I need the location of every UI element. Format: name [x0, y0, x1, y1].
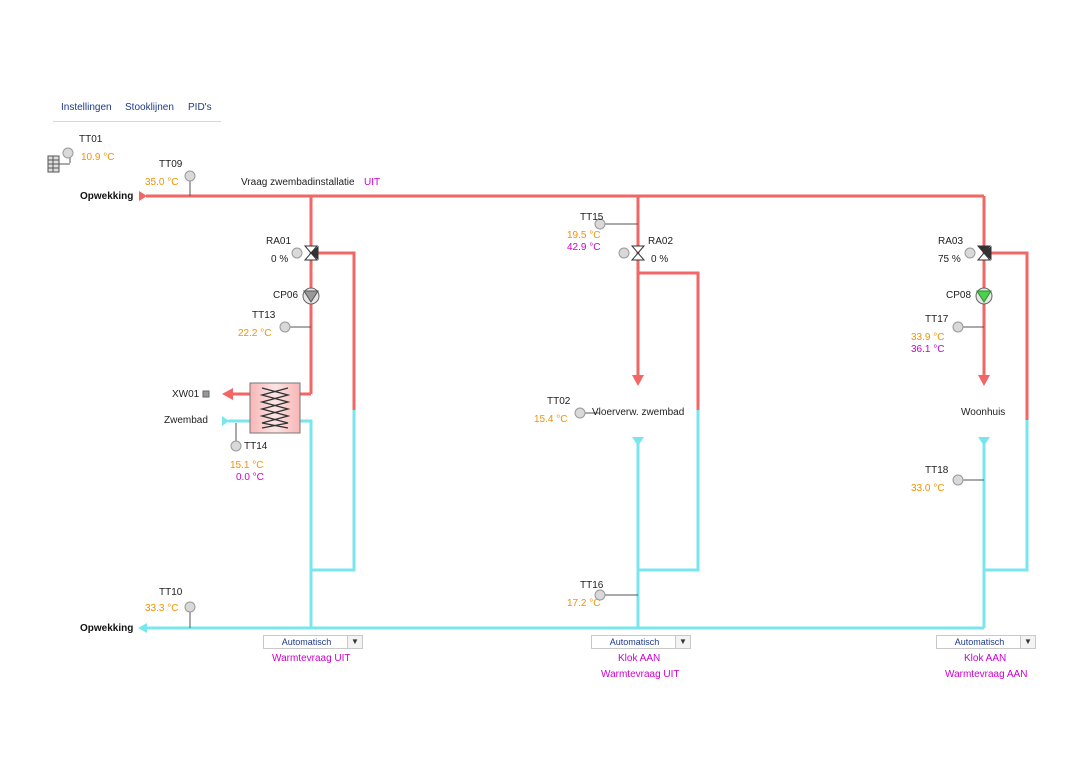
chevron-down-icon[interactable]: ▼ — [347, 636, 362, 648]
cp06-tag: CP06 — [273, 290, 299, 301]
nav-link-instellingen[interactable]: Instellingen — [61, 102, 112, 113]
tt14-value: 15.1 °C — [230, 460, 264, 471]
tt09-tag: TT09 — [159, 159, 183, 170]
nav-link-pids[interactable]: PID's — [188, 102, 212, 113]
valve-icon-ra01[interactable] — [303, 245, 319, 261]
heat-exchanger-icon[interactable] — [249, 382, 301, 434]
group3-mode-value: Automatisch — [954, 637, 1005, 647]
group1-mode-value: Automatisch — [281, 637, 332, 647]
tt10-value: 33.3 °C — [145, 603, 179, 614]
tt13-tag: TT13 — [252, 310, 276, 321]
tt14-tag: TT14 — [244, 441, 268, 452]
sensor-icon-tt02[interactable] — [574, 407, 586, 419]
ra02-tag: RA02 — [648, 236, 674, 247]
tt13-value: 22.2 °C — [238, 328, 272, 339]
tt15-value: 19.5 °C — [567, 230, 601, 241]
cp08-tag: CP08 — [946, 290, 972, 301]
group3-bypass-return — [984, 420, 1029, 572]
group1-status-line: Warmtevraag UIT — [272, 653, 351, 664]
tt14-setpoint: 0.0 °C — [236, 472, 264, 483]
group3-return-arrow — [978, 437, 990, 446]
supply-main-arrow — [139, 191, 147, 201]
group2-return-arrow — [632, 437, 644, 446]
sensor-icon-tt09[interactable] — [184, 170, 196, 182]
tt01-tag: TT01 — [79, 134, 103, 145]
sensor-icon-tt01[interactable] — [62, 147, 74, 159]
sensor-icon-ra03[interactable] — [964, 247, 976, 259]
supply-piping — [146, 194, 1029, 420]
group2-status-line-2: Warmtevraag UIT — [601, 669, 680, 680]
group1-bypass-supply — [318, 251, 356, 410]
tt18-tag: TT18 — [925, 465, 949, 476]
ra01-value: 0 % — [271, 254, 289, 265]
sensor-icon-tt16[interactable] — [594, 589, 606, 601]
valve-icon-ra02[interactable] — [630, 245, 646, 261]
ra03-value: 75 % — [938, 254, 961, 265]
group2-supply-arrow — [632, 375, 644, 386]
pump-icon-cp08[interactable] — [975, 287, 993, 305]
tt15-setpoint: 42.9 °C — [567, 242, 601, 253]
group3-status-line-2: Warmtevraag AAN — [945, 669, 1028, 680]
ra02-value: 0 % — [651, 254, 669, 265]
ra03-tag: RA03 — [938, 236, 964, 247]
sensor-icon-tt15[interactable] — [594, 218, 606, 230]
tt02-tag: TT02 — [547, 396, 571, 407]
return-main-label: Opwekking — [80, 623, 134, 634]
outdoor-unit-icon — [47, 155, 70, 173]
sensor-icon-tt18[interactable] — [952, 474, 964, 486]
group1-hx-return — [300, 419, 313, 628]
group2-mode-select[interactable]: Automatisch ▼ — [591, 635, 691, 649]
zwembad-label: Zwembad — [164, 415, 208, 426]
group1-mode-select[interactable]: Automatisch ▼ — [263, 635, 363, 649]
valve-icon-ra03[interactable] — [976, 245, 992, 261]
tt18-value: 33.0 °C — [911, 483, 945, 494]
pump-icon-cp06[interactable] — [302, 287, 320, 305]
sensor-icon-tt10[interactable] — [184, 601, 196, 613]
woonhuis-label: Woonhuis — [961, 407, 1006, 418]
tt16-tag: TT16 — [580, 580, 604, 591]
group1-bypass-return — [311, 410, 356, 572]
group3-bypass-supply — [990, 251, 1029, 420]
sensor-icon-tt14[interactable] — [230, 440, 242, 452]
group2-status-line-1: Klok AAN — [618, 653, 661, 664]
tt01-value: 10.9 °C — [81, 152, 115, 163]
group3-supply-arrow — [978, 375, 990, 386]
chevron-down-icon[interactable]: ▼ — [1020, 636, 1035, 648]
group2-bypass-return — [638, 410, 700, 572]
nav-divider — [53, 121, 221, 122]
xw01-tag: XW01 — [172, 389, 200, 400]
demand-label: Vraag zwembadinstallatie — [241, 177, 355, 188]
sensor-icon-tt13[interactable] — [279, 321, 291, 333]
tt09-value: 35.0 °C — [145, 177, 179, 188]
sensor-icon-ra02[interactable] — [618, 247, 630, 259]
group3-mode-select[interactable]: Automatisch ▼ — [936, 635, 1036, 649]
sensor-bulbs — [62, 147, 976, 613]
vloerverw-label: Vloerverw. zwembad — [592, 407, 685, 418]
sensor-icon-tt17[interactable] — [952, 321, 964, 333]
return-piping — [146, 410, 1029, 630]
supply-main-label: Opwekking — [80, 191, 134, 202]
xw01-indicator-icon[interactable] — [202, 390, 210, 398]
tt02-value: 15.4 °C — [534, 414, 568, 425]
return-main-arrow — [138, 623, 147, 633]
demand-value: UIT — [364, 177, 381, 188]
tt15-tag: TT15 — [580, 212, 604, 223]
xw01-outlet-arrow — [222, 388, 233, 400]
sensor-icon-ra01[interactable] — [291, 247, 303, 259]
group2-bypass-supply — [638, 271, 700, 410]
group2-mode-value: Automatisch — [609, 637, 660, 647]
zwembad-inlet-arrow — [222, 416, 229, 426]
tt10-tag: TT10 — [159, 587, 183, 598]
tt17-tag: TT17 — [925, 314, 949, 325]
chevron-down-icon[interactable]: ▼ — [675, 636, 690, 648]
tt16-value: 17.2 °C — [567, 598, 601, 609]
group3-status-line-1: Klok AAN — [964, 653, 1007, 664]
tt17-value: 33.9 °C — [911, 332, 945, 343]
ra01-tag: RA01 — [266, 236, 292, 247]
tt17-setpoint: 36.1 °C — [911, 344, 945, 355]
nav-link-stooklijnen[interactable]: Stooklijnen — [125, 102, 174, 113]
